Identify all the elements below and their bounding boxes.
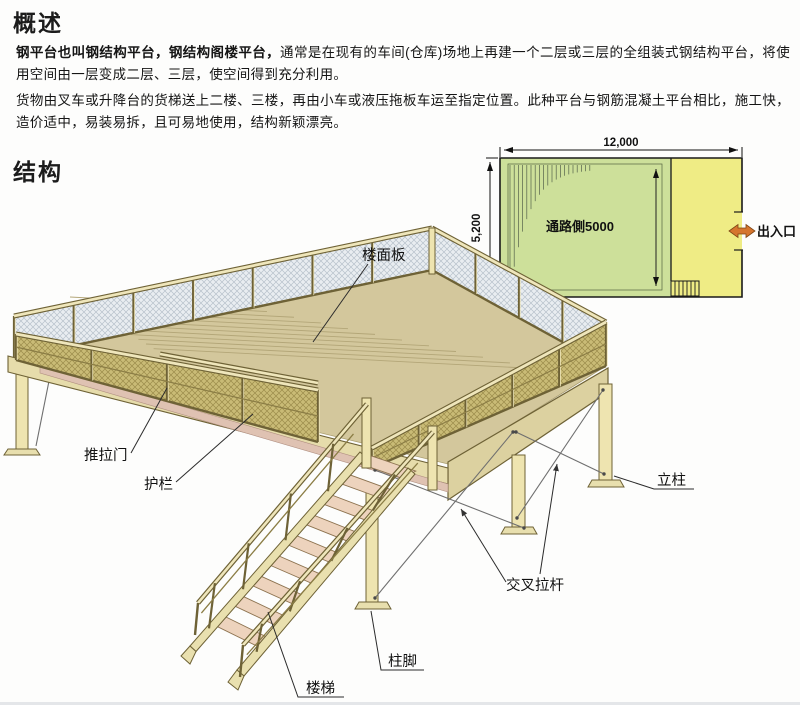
- plan-aisle-area: [500, 158, 671, 297]
- label-sliding-door: 推拉门: [84, 447, 128, 464]
- plan-dim-height: 5,200: [471, 214, 483, 243]
- paragraph-1-rest: 通常是在现有的车间(仓库)场地上再建一个二层或三层的全组装式钢结构平台，将使用空…: [16, 45, 791, 82]
- paragraph-1-lead: 钢平台也叫钢结构平台，钢结构阁楼平台，: [16, 45, 281, 60]
- plan-dock-area: [671, 158, 742, 297]
- label-column: 立柱: [657, 472, 686, 489]
- iso-platform: [3, 225, 625, 691]
- cross-tie-rods: [373, 388, 606, 600]
- front-left-beam-accent: [39, 364, 449, 493]
- sliding-door-track: [159, 351, 319, 386]
- column-mid: [500, 454, 538, 535]
- plan-entrance-label: 出入口: [757, 224, 796, 239]
- iso-callouts: 楼面板 推拉门 护栏 楼梯 柱脚 交叉拉杆 立柱: [84, 246, 694, 698]
- label-floor-panel: 楼面板: [362, 246, 406, 264]
- corner-post: [428, 227, 436, 275]
- paragraph-1: 钢平台也叫钢结构平台，钢结构阁楼平台，通常是在现有的车间(仓库)场地上再建一个二…: [16, 42, 790, 86]
- entrance-arrow-icon: [728, 223, 756, 239]
- label-column-base: 柱脚: [388, 653, 417, 670]
- label-guardrail: 护栏: [144, 476, 173, 493]
- paragraph-2: 货物由叉车或升降台的货梯送上二楼、三楼，再由小车或液压拖板车运至指定位置。此种平…: [16, 93, 790, 130]
- plan-diagram: 12,000 5,200 通路側5000 出入口: [471, 137, 796, 298]
- plan-dim-width: 12,000: [603, 137, 638, 149]
- plan-outline: [499, 157, 743, 298]
- label-cross-brace: 交叉拉杆: [506, 576, 564, 594]
- plan-stairs-hatch: [670, 280, 700, 297]
- heading-structure: 结构: [13, 159, 63, 185]
- staircase: [180, 397, 438, 691]
- plan-aisle-label: 通路側5000: [546, 219, 614, 234]
- plan-corner-hatch: [509, 165, 591, 287]
- scan-edge: [0, 702, 800, 705]
- plan-dim-width-group: 12,000: [499, 137, 743, 157]
- label-stairs: 楼梯: [306, 680, 335, 697]
- heading-overview: 概述: [13, 10, 63, 36]
- rear-left-fence: [12, 225, 434, 360]
- column-rear-right: [587, 383, 625, 488]
